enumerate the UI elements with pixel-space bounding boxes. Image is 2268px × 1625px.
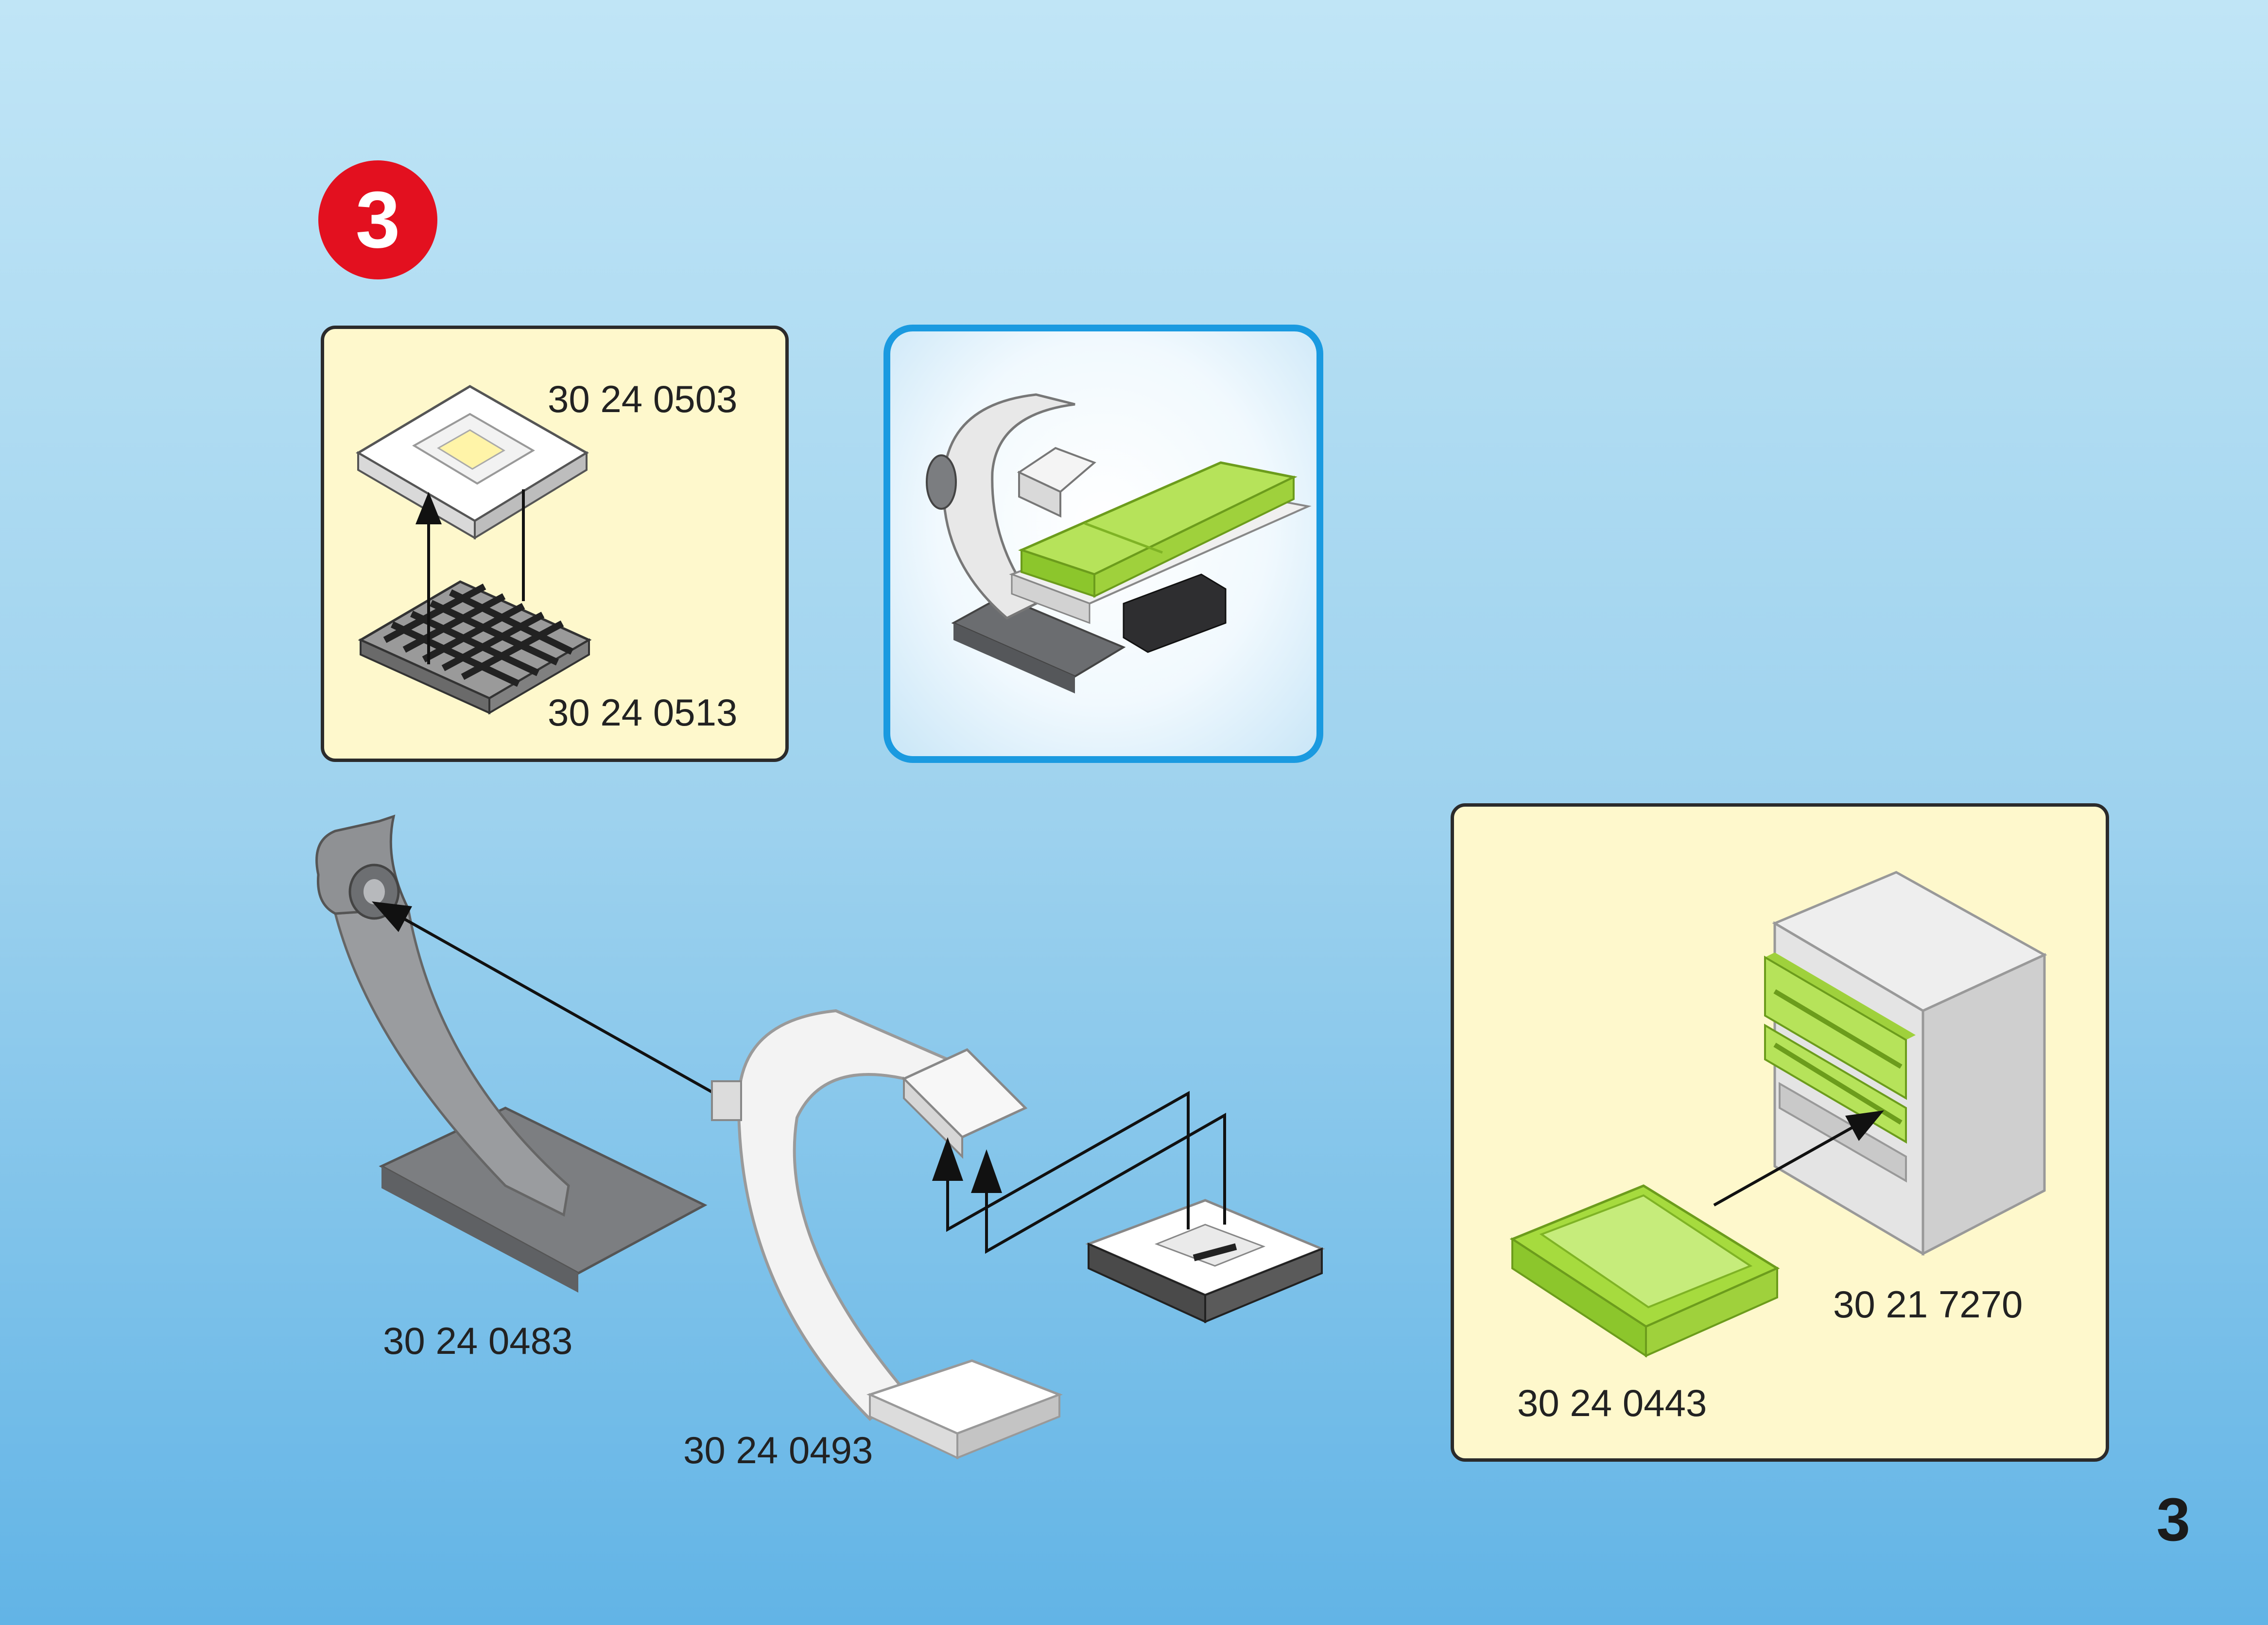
detail-panel-cabinet: 30 21 7270 30 24 0443 <box>1451 803 2109 1462</box>
cabinet-part <box>1765 872 2044 1254</box>
cabinet-drawer-illustration <box>1454 807 2112 1465</box>
part-number-c-arm: 30 24 0493 <box>683 1431 873 1469</box>
page-number: 3 <box>2156 1489 2190 1550</box>
part-number-cabinet: 30 21 7270 <box>1833 1285 2023 1323</box>
c-arm-part <box>712 1011 1059 1458</box>
drawer-part <box>1512 1186 1777 1356</box>
small-plate-part <box>1089 1200 1322 1322</box>
part-number-drawer: 30 24 0443 <box>1517 1384 1707 1422</box>
part-number-curved-stand: 30 24 0483 <box>383 1322 572 1360</box>
